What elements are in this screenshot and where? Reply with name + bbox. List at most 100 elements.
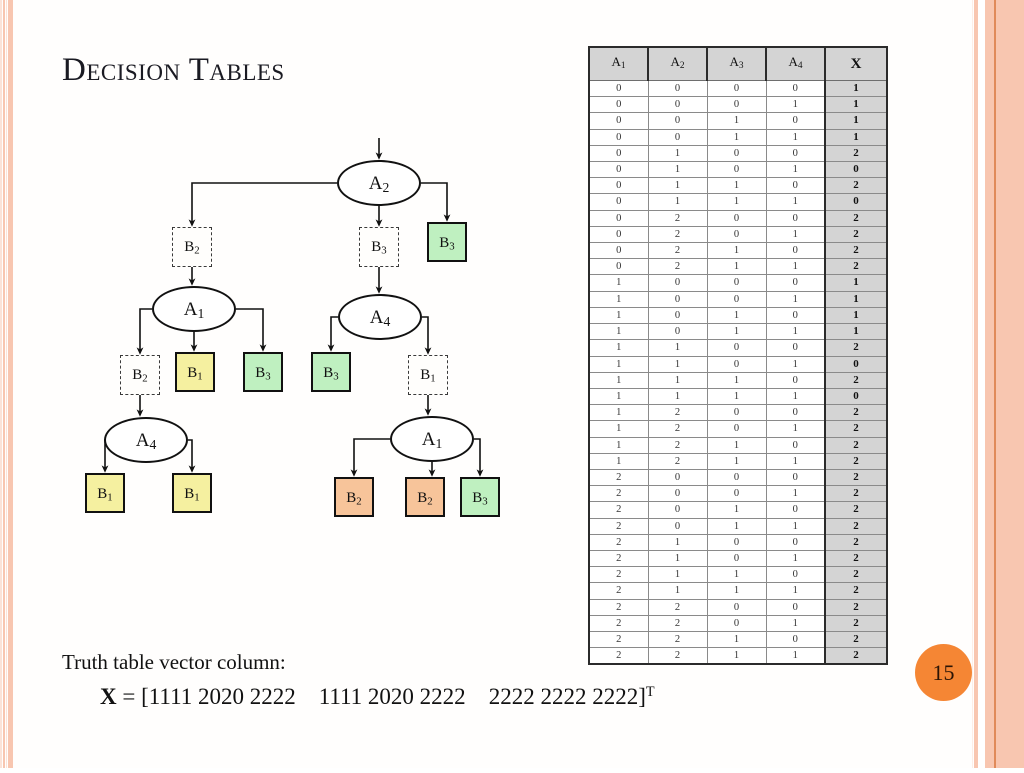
tree-node-a4: A4 xyxy=(104,417,188,463)
truth-table-cell-x: 2 xyxy=(824,485,888,503)
truth-table-cell-a2: 0 xyxy=(647,468,708,487)
tree-node-b3: B3 xyxy=(359,227,399,267)
truth-table-cell-x: 1 xyxy=(824,112,888,130)
truth-table-cell-a1: 1 xyxy=(588,452,649,470)
tree-node-b3: B3 xyxy=(427,222,467,262)
formula-group-1: 1111 2020 2222 xyxy=(148,684,296,709)
truth-table-cell-a3: 0 xyxy=(706,533,767,551)
truth-table-cell-a1: 2 xyxy=(588,566,649,584)
truth-table-cell-a3: 1 xyxy=(706,193,767,211)
truth-table-cell-x: 2 xyxy=(824,436,888,454)
truth-table-cell-a2: 1 xyxy=(647,566,708,584)
truth-table-header-a4: A4 xyxy=(765,46,826,82)
truth-table-cell-a4: 0 xyxy=(765,112,826,130)
truth-table-cell-a2: 2 xyxy=(647,598,708,616)
truth-table-cell-a3: 1 xyxy=(706,566,767,584)
truth-table-cell-a2: 1 xyxy=(647,371,708,389)
truth-table-cell-x: 1 xyxy=(824,290,888,308)
truth-table-cell-a1: 2 xyxy=(588,598,649,616)
truth-table-cell-a3: 0 xyxy=(706,404,767,422)
truth-table-cell-a2: 2 xyxy=(647,404,708,422)
truth-table-cell-a3: 1 xyxy=(706,517,767,535)
truth-table-cell-a4: 0 xyxy=(765,177,826,195)
truth-table-cell-a1: 0 xyxy=(588,161,649,179)
truth-table-cell-x: 2 xyxy=(824,144,888,163)
truth-table-cell-a3: 1 xyxy=(706,258,767,276)
truth-table-cell-x: 0 xyxy=(824,387,888,406)
truth-table-cell-a1: 0 xyxy=(588,177,649,195)
truth-table-cell-a1: 1 xyxy=(588,306,649,325)
truth-table-cell-a4: 0 xyxy=(765,436,826,454)
truth-table-cell-x: 2 xyxy=(824,258,888,276)
truth-table-cell-a1: 0 xyxy=(588,209,649,227)
truth-table-cell-a3: 1 xyxy=(706,371,767,389)
tree-node-b2: B2 xyxy=(172,227,212,267)
truth-table-cell-a3: 0 xyxy=(706,468,767,487)
tree-node-a4: A4 xyxy=(338,294,422,340)
tree-node-b1: B1 xyxy=(175,352,215,392)
truth-table-cell-x: 2 xyxy=(824,339,888,357)
truth-table-cell-a3: 0 xyxy=(706,290,767,308)
truth-table-cell-x: 1 xyxy=(824,323,888,341)
tree-node-b2: B2 xyxy=(120,355,160,395)
truth-table-cell-a3: 0 xyxy=(706,225,767,244)
truth-table-cell-a3: 1 xyxy=(706,306,767,325)
tree-node-a1: A1 xyxy=(390,416,474,462)
truth-table-cell-a1: 2 xyxy=(588,614,649,632)
truth-table-cell-a4: 1 xyxy=(765,355,826,373)
truth-table-cell-a3: 0 xyxy=(706,161,767,179)
truth-table-cell-a1: 1 xyxy=(588,387,649,406)
truth-table-cell-a3: 1 xyxy=(706,630,767,649)
truth-table-cell-a1: 2 xyxy=(588,582,649,600)
page-title: Decision Tables xyxy=(62,52,285,88)
truth-table-cell-a1: 1 xyxy=(588,371,649,389)
truth-table-cell-a4: 1 xyxy=(765,96,826,114)
truth-table-cell-a4: 0 xyxy=(765,242,826,260)
truth-table-cell-a1: 0 xyxy=(588,128,649,146)
truth-table-cell-a2: 2 xyxy=(647,225,708,244)
truth-table-cell-a1: 1 xyxy=(588,290,649,308)
truth-table-cell-a4: 1 xyxy=(765,582,826,600)
truth-table-cell-a2: 2 xyxy=(647,630,708,649)
truth-table-cell-a3: 1 xyxy=(706,387,767,406)
truth-table-cell-a2: 0 xyxy=(647,323,708,341)
truth-table-cell-a1: 1 xyxy=(588,420,649,438)
truth-table-cell-a3: 0 xyxy=(706,339,767,357)
truth-table-cell-x: 1 xyxy=(824,96,888,114)
truth-table-cell-x: 0 xyxy=(824,355,888,373)
truth-table-cell-a1: 0 xyxy=(588,112,649,130)
truth-table-cell-a3: 0 xyxy=(706,420,767,438)
truth-table-cell-x: 2 xyxy=(824,647,888,665)
truth-table-cell-a4: 1 xyxy=(765,161,826,179)
truth-table-cell-a1: 0 xyxy=(588,225,649,244)
truth-table-cell-a2: 1 xyxy=(647,161,708,179)
right-edge-decoration xyxy=(972,0,1024,768)
truth-table-cell-a4: 0 xyxy=(765,533,826,551)
truth-table-cell-a2: 1 xyxy=(647,177,708,195)
truth-table-cell-a1: 2 xyxy=(588,517,649,535)
formula-equals: = xyxy=(122,684,136,709)
truth-table-cell-a4: 1 xyxy=(765,452,826,470)
tree-node-b3: B3 xyxy=(311,352,351,392)
truth-table-cell-a4: 1 xyxy=(765,614,826,632)
truth-table-cell-a3: 0 xyxy=(706,598,767,616)
truth-table-cell-a2: 2 xyxy=(647,209,708,227)
